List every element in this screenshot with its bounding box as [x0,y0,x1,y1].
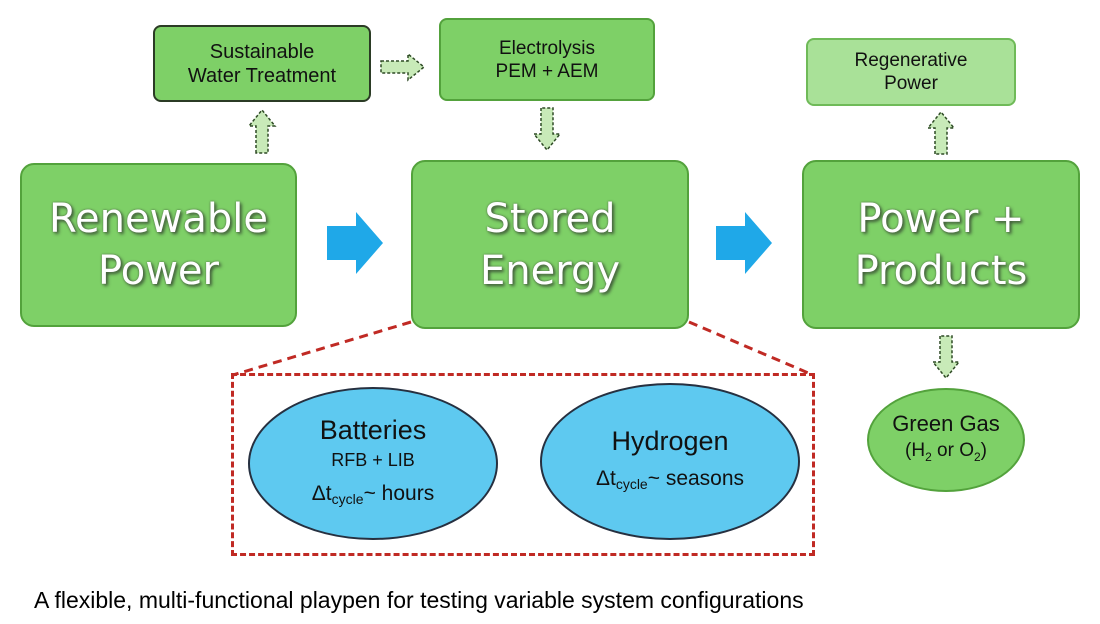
flow-arrow-stored-to-products [716,212,772,274]
green-gas-formula: (H2 or O2) [905,438,987,470]
down-arrow-to-green-gas [931,335,961,380]
green-gas-sub-o: 2 [973,449,981,464]
products-line2: Products [854,247,1028,294]
power-products-box: Power + Products [802,160,1080,329]
zoom-line-right [688,320,814,377]
stored-line2: Energy [479,247,621,294]
flow-arrow-renewable-to-stored [327,212,383,274]
renewable-power-box: Renewable Power [20,163,297,327]
hydrogen-ellipse: Hydrogen Δtcycle~ seasons [540,383,800,540]
storage-options-frame [231,373,815,556]
hydrogen-delta: Δt [595,467,616,490]
hydrogen-cycle-time: Δtcycle~ seasons [596,465,744,498]
regenerative-power-box: Regenerative Power [806,38,1016,106]
green-gas-close: ) [980,440,987,462]
zoom-line-left [232,320,412,377]
batteries-cycle-time: Δtcycle~ hours [312,480,434,513]
green-gas-middle: or O [931,440,974,462]
regenerative-line1: Regenerative [854,50,968,71]
water-treatment-line1: Sustainable [209,40,315,63]
batteries-subtitle: RFB + LIB [331,450,415,470]
green-gas-title: Green Gas [892,411,1000,437]
renewable-line2: Power [98,248,219,294]
green-gas-sub-h: 2 [925,449,932,464]
regenerative-line2: Power [884,73,938,94]
hydrogen-cycle-sub: cycle [615,476,648,492]
electrolysis-line2: PEM + AEM [495,60,599,82]
renewable-line1: Renewable [49,196,268,242]
hydrogen-title: Hydrogen [611,426,729,456]
batteries-cycle-sub: cycle [331,491,364,507]
products-line1: Power + [857,195,1025,242]
water-treatment-line2: Water Treatment [187,64,337,87]
figure-caption: A flexible, multi-functional playpen for… [34,587,804,613]
hydrogen-cycle-value: ~ seasons [647,467,745,490]
green-gas-ellipse: Green Gas (H2 or O2) [867,388,1025,492]
batteries-title: Batteries [319,415,427,445]
up-arrow-to-regenerative-power [926,110,956,155]
down-arrow-to-stored-energy [532,107,562,152]
water-treatment-box: Sustainable Water Treatment [153,25,371,102]
batteries-delta: Δt [311,482,332,505]
electrolysis-line1: Electrolysis [498,37,596,59]
stored-energy-box: Stored Energy [411,160,689,329]
electrolysis-box: Electrolysis PEM + AEM [439,18,655,101]
green-gas-open: (H [905,440,926,462]
stored-line1: Stored [484,195,616,242]
up-arrow-to-water-treatment [247,108,277,154]
right-arrow-to-electrolysis [380,52,426,82]
batteries-ellipse: Batteries RFB + LIB Δtcycle~ hours [248,387,498,540]
batteries-cycle-value: ~ hours [363,482,435,505]
